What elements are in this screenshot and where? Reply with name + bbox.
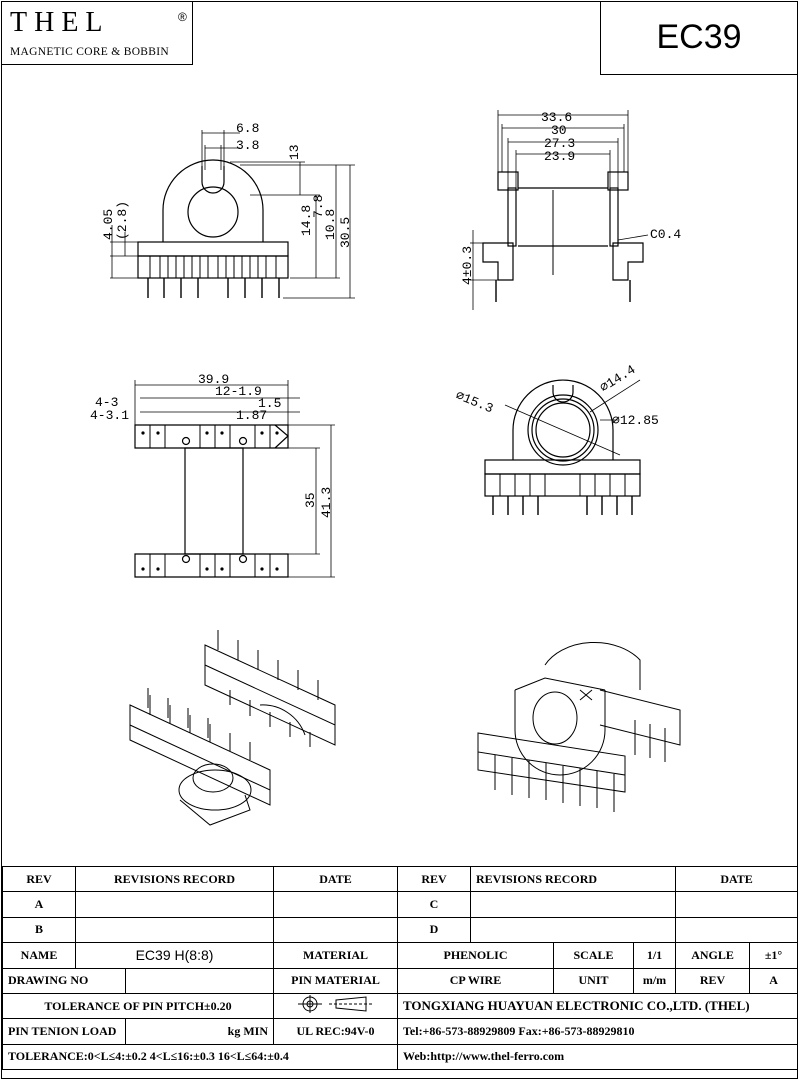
part-number-block: EC39 (600, 2, 797, 75)
dim-phi-15-3: ∅15.3 (454, 388, 496, 417)
top-view: 39.9 4-3 4-3.1 12-1.9 1.5 1.87 35 41.3 (90, 372, 335, 578)
dim-3-8: 3.8 (236, 138, 259, 153)
website: Web:http://www.thel-ferro.com (396, 1043, 799, 1071)
dim-27-3: 27.3 (544, 136, 575, 151)
pin-material-label: PIN MATERIAL (273, 967, 398, 994)
part-number: EC39 (656, 18, 742, 56)
revisions-record-header-2: REVISIONS RECORD (469, 865, 677, 893)
scale-label: SCALE (553, 942, 634, 969)
pin-pitch-tolerance: TOLERANCE OF PIN PITCH±0.20 (2, 992, 274, 1020)
company-name: TONGXIANG HUAYUAN ELECTRONIC CO.,LTD. (T… (396, 992, 799, 1020)
dim-4-05: 4.05 (101, 209, 116, 240)
dim-7-8: 7.8 (311, 195, 326, 218)
dim-12-1-9: 12-1.9 (215, 384, 262, 399)
projection-symbol (273, 992, 398, 1020)
ul-rec: UL REC:94V-0 (273, 1018, 398, 1045)
dim-30: 30 (551, 123, 567, 138)
technical-drawing: 6.8 3.8 13 4.05 (2.8) 14.8 7.8 10.8 30.5 (90, 110, 681, 826)
rev-c-date (675, 891, 799, 918)
dim-35: 35 (303, 492, 318, 508)
unit-value: m/m (632, 967, 677, 994)
pin-tension-unit: kg MIN (125, 1018, 274, 1045)
angle-value: ±1° (749, 942, 799, 969)
rev-d-record (469, 916, 677, 944)
rev-label: REV (675, 967, 751, 994)
brand-subtitle: MAGNETIC CORE & BOBBIN (10, 46, 169, 58)
name-label: NAME (2, 942, 76, 969)
date-header: DATE (273, 865, 398, 893)
dim-2-8: (2.8) (115, 201, 130, 240)
brand-logo: THEL (10, 7, 110, 38)
unit-label: UNIT (553, 967, 634, 994)
date-header-2: DATE (675, 865, 799, 893)
rev-b-date (273, 916, 398, 944)
tel-fax: Tel:+86-573-88929809 Fax:+86-573-8892981… (396, 1018, 799, 1045)
dim-1-87: 1.87 (236, 408, 267, 423)
drawing-no-label: DRAWING NO (2, 967, 126, 994)
scale-value: 1/1 (632, 942, 677, 969)
dim-1-5: 1.5 (258, 396, 281, 411)
dim-phi-12-85: ∅12.85 (612, 413, 659, 428)
dim-39-9: 39.9 (198, 372, 229, 387)
brand-block: THEL ® MAGNETIC CORE & BOBBIN (2, 2, 193, 65)
dim-13: 13 (287, 144, 302, 160)
dim-c0-4: C0.4 (650, 227, 681, 242)
rev-a-date (273, 891, 398, 918)
pin-material-value: CP WIRE (397, 967, 554, 994)
third-angle-projection-icon (297, 995, 372, 1014)
rev-header-2: REV (397, 865, 471, 893)
dim-4-3-1: 4-3.1 (90, 408, 129, 423)
dim-4-pm-0-3: 4±0.3 (460, 246, 475, 285)
drawing-no-value (125, 967, 274, 994)
rev-header: REV (2, 865, 76, 893)
general-tolerance: TOLERANCE:0<L≤4:±0.2 4<L≤16:±0.3 16<L≤64… (2, 1043, 398, 1071)
revisions-record-header: REVISIONS RECORD (75, 865, 274, 893)
material-value: PHENOLIC (397, 942, 554, 969)
isometric-view-left (129, 630, 336, 826)
dim-41-3: 41.3 (319, 487, 334, 518)
rev-b-record (75, 916, 274, 944)
rev-a: A (2, 891, 76, 918)
rev-value: A (749, 967, 799, 994)
title-block: REV REVISIONS RECORD DATE REV REVISIONS … (2, 865, 799, 1071)
pin-tension-label: PIN TENION LOAD (2, 1018, 126, 1045)
dim-30-5: 30.5 (338, 217, 353, 248)
rev-d-date (675, 916, 799, 944)
dim-14-8: 14.8 (299, 205, 314, 236)
rev-d: D (397, 916, 471, 944)
side-view: 33.6 30 27.3 23.9 4±0.3 C0.4 (460, 110, 681, 310)
rev-c-record (469, 891, 677, 918)
dim-6-8: 6.8 (236, 121, 259, 136)
isometric-view-right (477, 641, 681, 812)
rev-b: B (2, 916, 76, 944)
front-view: 6.8 3.8 13 4.05 (2.8) 14.8 7.8 10.8 30.5 (101, 121, 355, 299)
dim-10-8: 10.8 (323, 209, 338, 240)
registered-mark: ® (178, 10, 187, 24)
end-view: ∅15.3 ∅14.4 ∅12.85 (454, 362, 659, 515)
name-value: EC39 H(8:8) (75, 942, 274, 969)
dim-33-6: 33.6 (541, 110, 572, 125)
dim-4-3: 4-3 (95, 395, 118, 410)
rev-c: C (397, 891, 471, 918)
angle-label: ANGLE (675, 942, 751, 969)
dim-23-9: 23.9 (544, 149, 575, 164)
material-label: MATERIAL (273, 942, 398, 969)
dim-phi-14-4: ∅14.4 (597, 362, 638, 396)
rev-a-record (75, 891, 274, 918)
